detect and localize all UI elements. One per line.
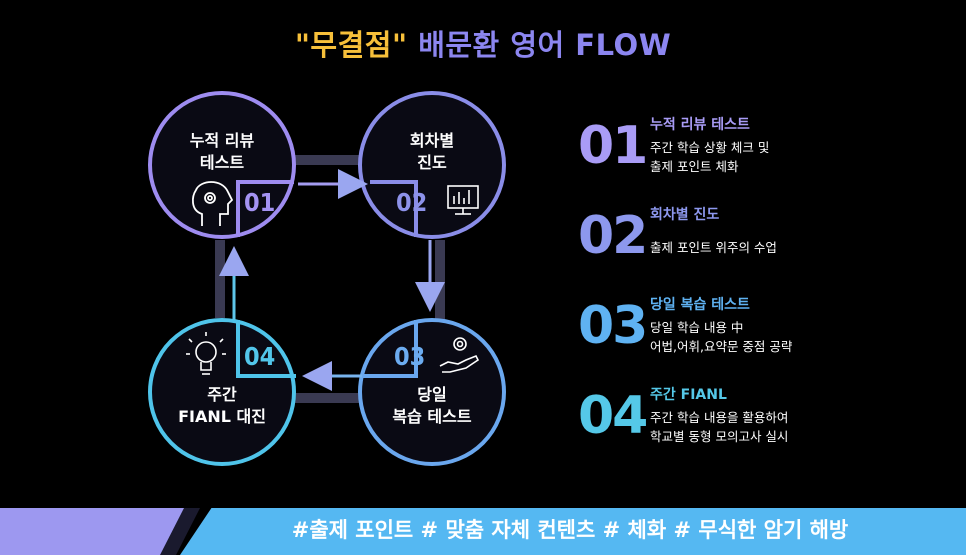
step-03-desc: 당일 학습 내용 中 어법,어휘,요약문 중점 공략	[650, 318, 792, 356]
step-02-desc: 출제 포인트 위주의 수업	[650, 238, 777, 257]
node-num-02: 02	[396, 188, 428, 217]
step-04-desc-line2: 학교별 동형 모의고사 실시	[650, 429, 789, 444]
node-04-line2: FIANL 대진	[178, 407, 266, 426]
banner-left-stripe	[0, 508, 190, 555]
bracket-03	[362, 320, 418, 378]
node-02-line2: 진도	[417, 153, 447, 172]
monitor-chart-icon	[447, 185, 479, 215]
bracket-01	[236, 180, 294, 237]
node-ring-04	[148, 318, 296, 466]
step-03-heading: 당일 복습 테스트	[650, 297, 750, 313]
step-04-number: 04	[578, 386, 648, 446]
step-02-heading: 회차별 진도	[650, 207, 720, 223]
title-highlight: "무결점"	[294, 28, 408, 62]
hashtag-banner: #출제 포인트 # 맞춤 자체 컨텐츠 # 체화 # 무식한 암기 해방	[0, 508, 966, 555]
title-rest: 배문환 영어 FLOW	[418, 28, 672, 62]
node-01-line1: 누적 리뷰	[189, 131, 255, 150]
head-gear-icon	[192, 181, 234, 226]
step-01-heading: 누적 리뷰 테스트	[650, 117, 750, 133]
node-04-line1: 주간	[207, 385, 237, 404]
node-num-01: 01	[244, 188, 276, 217]
step-03-number: 03	[578, 296, 648, 356]
step-01-desc: 주간 학습 상황 체크 및 출제 포인트 체화	[650, 138, 769, 176]
step-02-number: 02	[578, 206, 648, 266]
bracket-04	[236, 320, 296, 378]
node-03-line1: 당일	[417, 385, 447, 404]
bracket-02	[370, 180, 418, 237]
node-label-01: 누적 리뷰 테스트	[172, 130, 272, 174]
node-ring-01	[148, 91, 296, 239]
node-03-line2: 복습 테스트	[392, 407, 472, 426]
page-title: "무결점" 배문환 영어 FLOW	[0, 22, 966, 64]
node-02-line1: 회차별	[409, 131, 455, 150]
node-num-04: 04	[244, 342, 276, 371]
banner-text: #출제 포인트 # 맞춤 자체 컨텐츠 # 체화 # 무식한 암기 해방	[291, 518, 849, 542]
node-label-03: 당일 복습 테스트	[372, 384, 492, 428]
node-label-04: 주간 FIANL 대진	[162, 384, 282, 428]
node-num-03: 03	[394, 342, 426, 371]
node-ring-02	[358, 91, 506, 239]
outer-track	[215, 155, 445, 403]
step-03-desc-line1: 당일 학습 내용 中	[650, 320, 744, 335]
step-03-desc-line2: 어법,어휘,요약문 중점 공략	[650, 339, 793, 354]
hand-gear-icon	[439, 337, 480, 373]
node-label-02: 회차별 진도	[382, 130, 482, 174]
step-04-desc: 주간 학습 내용을 활용하여 학교별 동형 모의고사 실시	[650, 408, 788, 446]
step-02-desc-line1: 출제 포인트 위주의 수업	[650, 240, 777, 255]
banner-right-stripe	[180, 508, 966, 555]
node-ring-03	[358, 318, 506, 466]
lightbulb-icon	[186, 332, 226, 375]
node-01-line2: 테스트	[199, 153, 245, 172]
step-01-desc-line2: 출제 포인트 체화	[650, 159, 739, 174]
step-04-heading: 주간 FIANL	[650, 387, 727, 403]
step-04-desc-line1: 주간 학습 내용을 활용하여	[650, 410, 789, 425]
step-01-number: 01	[578, 116, 648, 176]
step-01-desc-line1: 주간 학습 상황 체크 및	[650, 140, 770, 155]
